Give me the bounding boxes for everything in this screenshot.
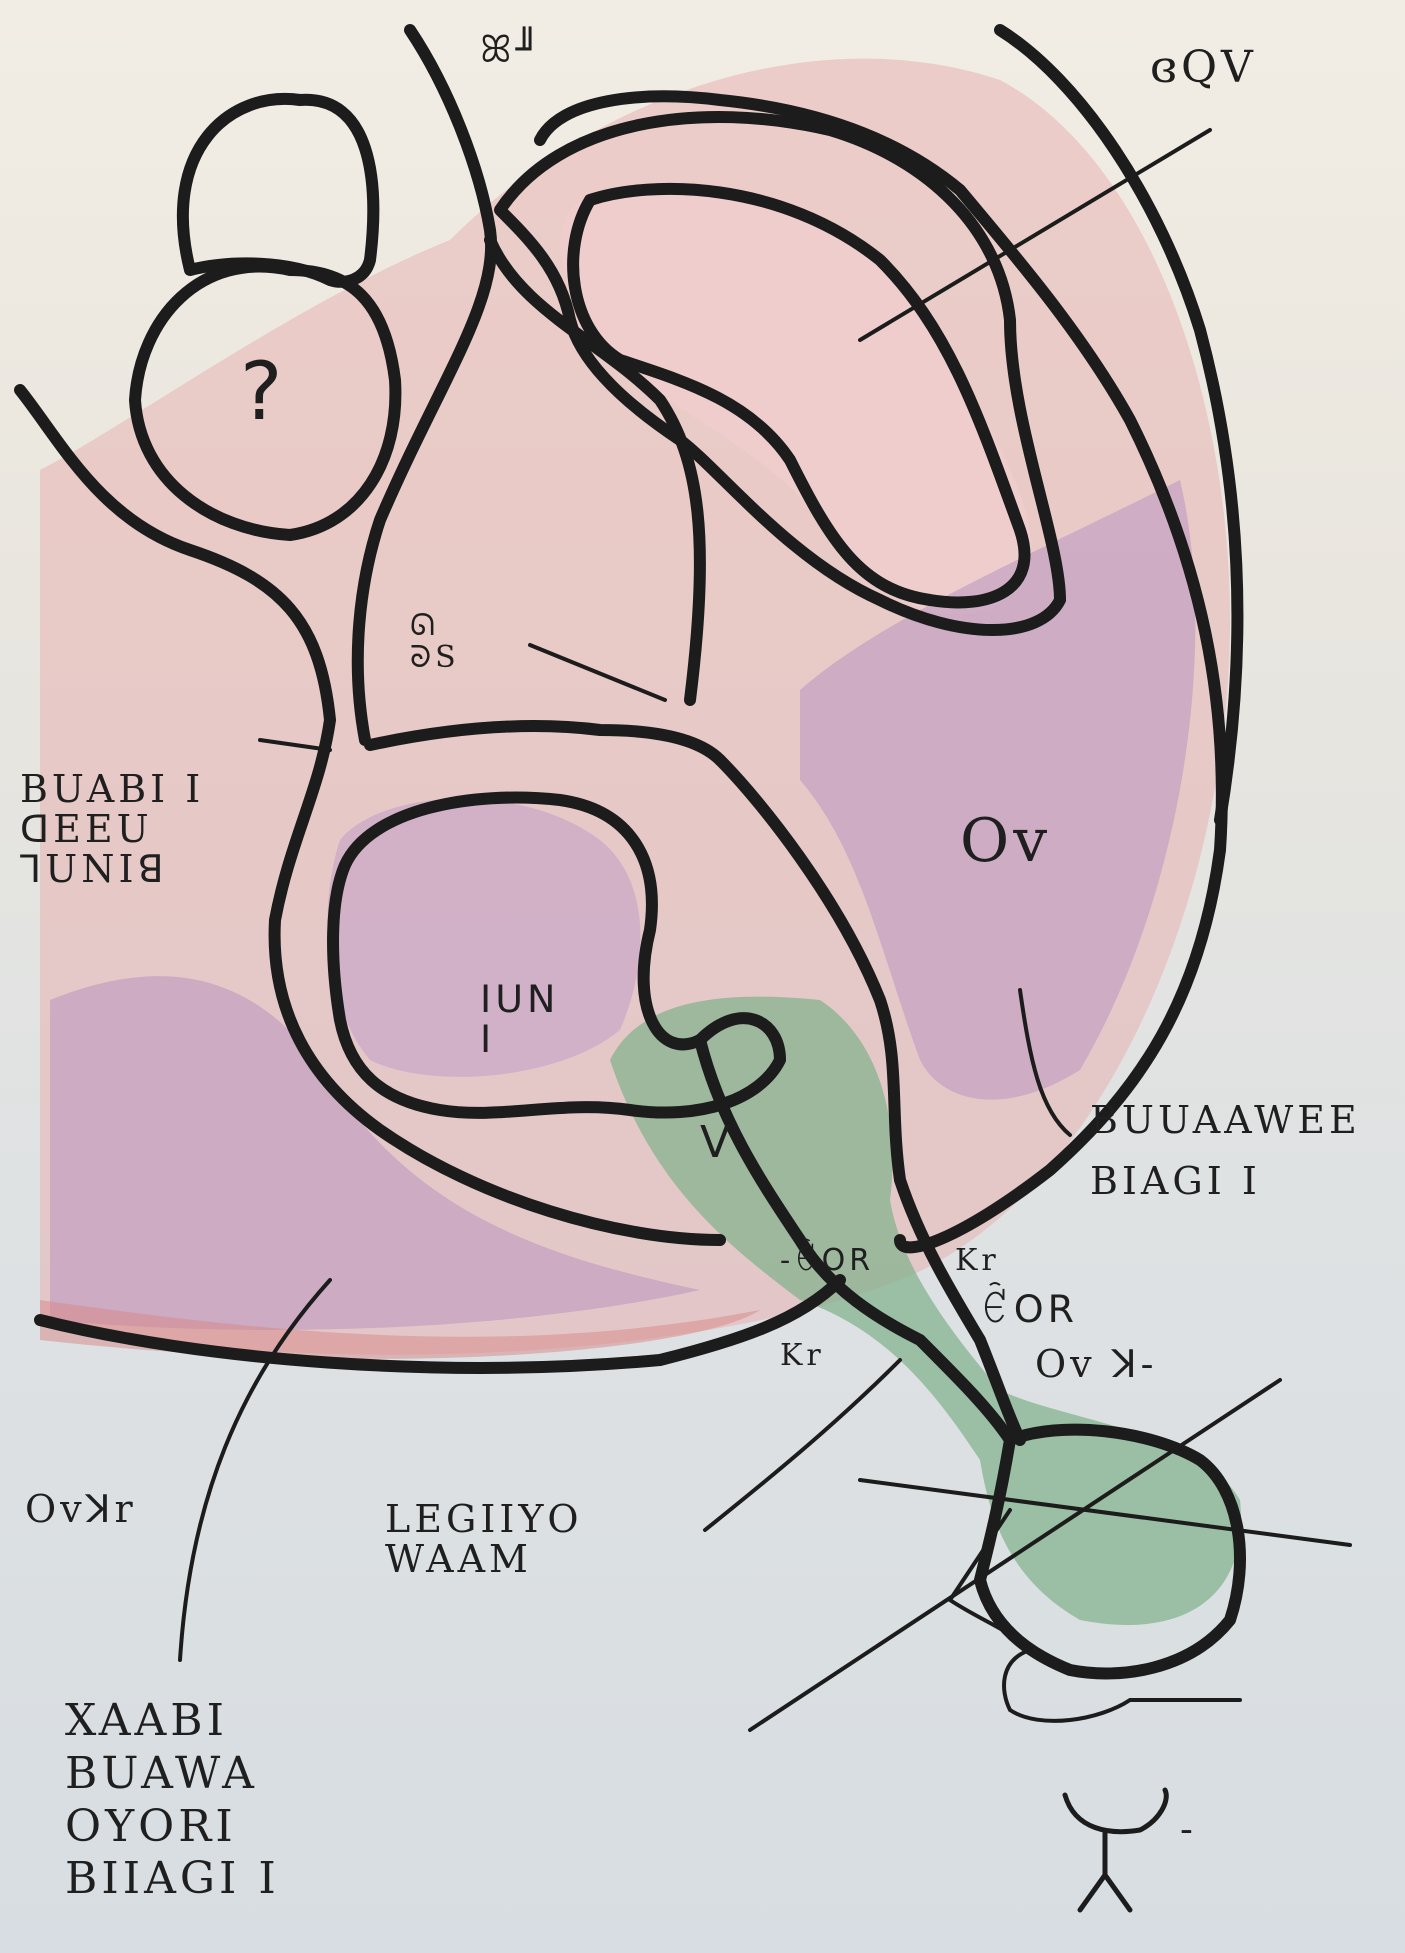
bottom-left-glyph: Ovꓘr	[25, 1490, 137, 1530]
inner-glyph: ꓲꓴꓠ ꓲ	[480, 980, 559, 1060]
bottom-label: XAABI BUAWA OYORI BIIAGI I	[65, 1695, 280, 1906]
top-right-label: ɞQV	[1150, 45, 1257, 91]
center-glyph: ᘏ ᘐS	[410, 610, 460, 673]
right-label: BUUAAWEE BIAGI I	[1090, 1090, 1361, 1212]
kr-right-label: Kr	[955, 1245, 1000, 1277]
figure-dash: -	[1180, 1810, 1197, 1850]
legiiyo-label: LEGIIYO WAAM	[385, 1500, 583, 1580]
upper-left-loop	[183, 99, 373, 282]
top-glyph: ꕤ╜	[480, 30, 543, 70]
kr-left-label: Kr	[780, 1340, 825, 1372]
kr-right-glyph: ꑾꓳꓣ	[980, 1290, 1078, 1330]
right-ov-label: Ov	[960, 810, 1051, 873]
kr-top-label: -ꑾꓳꓣ	[780, 1245, 874, 1277]
left-label: BUABI I ꓷEEU ꓶUNIꓭ	[20, 770, 204, 890]
legiiyo-pointer	[705, 1360, 900, 1530]
green-glyph: ꓦ	[700, 1120, 734, 1166]
figure-symbol	[1065, 1790, 1166, 1910]
question-mark: ?	[240, 350, 286, 434]
ov-right-label: Ov ꓘ-	[1035, 1345, 1157, 1385]
